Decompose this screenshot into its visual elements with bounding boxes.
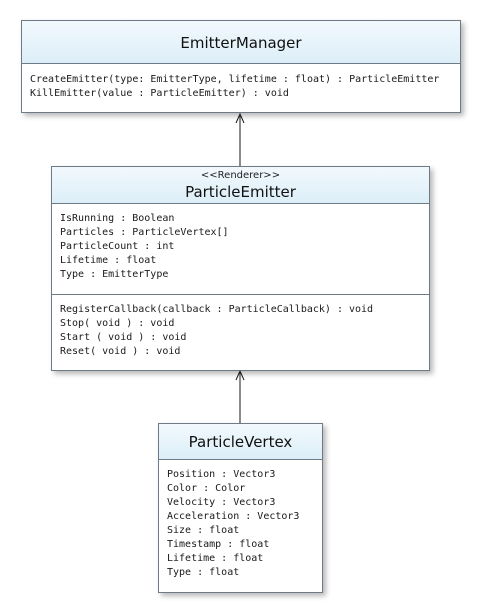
attribute: Type : EmitterType xyxy=(60,269,169,280)
arrow-vertex-to-emitter xyxy=(235,369,245,423)
operations-section: RegisterCallback(callback : ParticleCall… xyxy=(52,294,429,362)
class-emitter-manager[interactable]: EmitterManager CreateEmitter(type: Emitt… xyxy=(21,20,461,113)
attribute: Acceleration : Vector3 xyxy=(167,511,300,522)
operations-section: CreateEmitter(type: EmitterType, lifetim… xyxy=(22,64,460,104)
attribute: Velocity : Vector3 xyxy=(167,497,276,508)
attribute: Timestamp : float xyxy=(167,539,270,550)
stereotype: <<Renderer>> xyxy=(200,170,281,181)
class-particle-vertex[interactable]: ParticleVertex Position : Vector3 Color … xyxy=(158,423,323,593)
operation: Start ( void ) : void xyxy=(60,332,187,343)
attribute: Size : float xyxy=(167,525,240,536)
attribute: Color : Color xyxy=(167,483,246,494)
operation: RegisterCallback(callback : ParticleCall… xyxy=(60,304,374,315)
attribute: Particles : ParticleVertex[] xyxy=(60,227,229,238)
attribute: Position : Vector3 xyxy=(167,469,276,480)
attribute: Lifetime : float xyxy=(167,553,264,564)
class-header: EmitterManager xyxy=(22,21,460,64)
class-name: EmitterManager xyxy=(180,34,302,52)
attribute: Lifetime : float xyxy=(60,255,157,266)
attribute: Type : float xyxy=(167,567,240,578)
attribute: ParticleCount : int xyxy=(60,241,175,252)
class-header: <<Renderer>> ParticleEmitter xyxy=(52,167,429,204)
operation: KillEmitter(value : ParticleEmitter) : v… xyxy=(30,88,289,99)
operation: Stop( void ) : void xyxy=(60,318,175,329)
attributes-section: IsRunning : Boolean Particles : Particle… xyxy=(52,204,429,294)
class-name: ParticleVertex xyxy=(188,433,293,451)
arrow-emitter-to-manager xyxy=(235,112,245,166)
class-header: ParticleVertex xyxy=(159,424,322,460)
attribute: IsRunning : Boolean xyxy=(60,213,175,224)
operation: CreateEmitter(type: EmitterType, lifetim… xyxy=(30,74,440,85)
class-name: ParticleEmitter xyxy=(185,183,296,201)
operation: Reset( void ) : void xyxy=(60,346,181,357)
class-particle-emitter[interactable]: <<Renderer>> ParticleEmitter IsRunning :… xyxy=(51,166,430,371)
attributes-section: Position : Vector3 Color : Color Velocit… xyxy=(159,460,322,583)
